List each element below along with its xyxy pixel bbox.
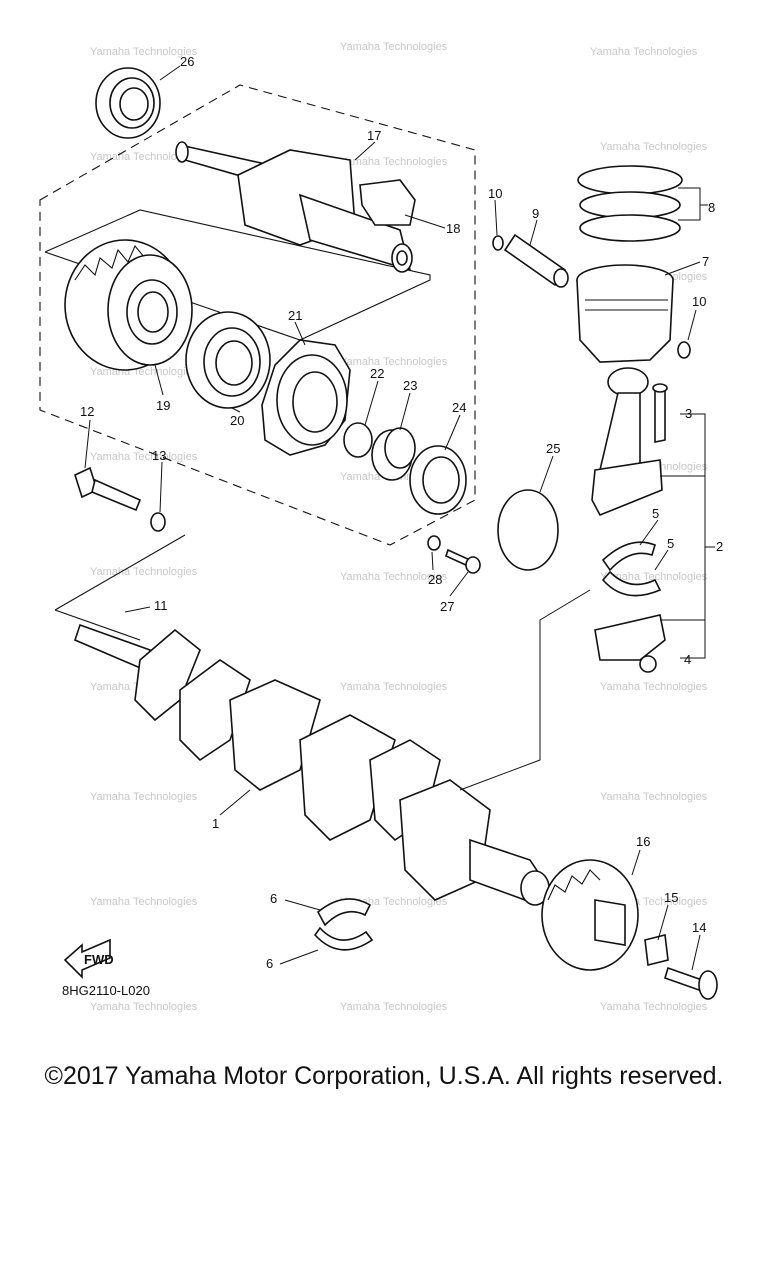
circlip-10-right	[677, 341, 691, 359]
svg-text:10: 10	[692, 294, 706, 309]
svg-text:3: 3	[685, 406, 692, 421]
svg-text:28: 28	[428, 572, 442, 587]
balancer-assembly-outline	[39, 84, 476, 546]
svg-text:Yamaha Technologies: Yamaha Technologies	[600, 1001, 708, 1013]
svg-text:Yamaha Technologies: Yamaha Technologies	[90, 451, 198, 463]
crankshaft-1	[74, 623, 552, 906]
svg-text:Yamaha Technologies: Yamaha Technologies	[340, 571, 448, 583]
svg-text:Yamaha Technologies: Yamaha Technologies	[90, 46, 198, 58]
svg-text:6: 6	[270, 891, 277, 906]
bearing-26	[95, 67, 161, 139]
svg-text:11: 11	[154, 598, 168, 613]
svg-text:21: 21	[288, 308, 302, 323]
svg-text:20: 20	[230, 413, 244, 428]
bolt-12	[74, 466, 142, 512]
forward-arrow-icon: FWD	[63, 938, 114, 979]
svg-text:Yamaha Technologies: Yamaha Technologies	[600, 681, 708, 693]
svg-text:Yamaha Technologies: Yamaha Technologies	[90, 1001, 198, 1013]
svg-text:Yamaha Technologies: Yamaha Technologies	[90, 791, 198, 803]
svg-text:Yamaha Technologies: Yamaha Technologies	[340, 681, 448, 693]
o-ring-25	[497, 489, 559, 571]
drawing-code: 8HG2110-L020	[62, 983, 150, 998]
washer-15	[644, 934, 669, 966]
parts-diagram: Yamaha Technologies Yamaha Technologies …	[39, 41, 723, 1013]
bearing-20	[185, 311, 271, 409]
connecting-rod-3	[591, 367, 668, 517]
svg-text:Yamaha Technologies: Yamaha Technologies	[590, 46, 698, 58]
bolt-14	[664, 966, 718, 1000]
balancer-shaft-17	[175, 141, 413, 273]
svg-text:19: 19	[156, 398, 170, 413]
svg-text:9: 9	[532, 206, 539, 221]
svg-text:26: 26	[180, 54, 194, 69]
piston-pin-9	[503, 233, 569, 288]
svg-text:2: 2	[716, 539, 723, 554]
svg-text:Yamaha Technologies: Yamaha Technologies	[600, 141, 708, 153]
conrod-bearings-5	[601, 541, 662, 597]
svg-text:Yamaha Technologies: Yamaha Technologies	[600, 791, 708, 803]
svg-text:6: 6	[266, 956, 273, 971]
svg-text:5: 5	[652, 506, 659, 521]
svg-text:25: 25	[546, 441, 560, 456]
piston-7	[576, 264, 674, 363]
svg-text:Yamaha Technologies: Yamaha Technologies	[340, 41, 448, 53]
bolt-27	[445, 548, 481, 574]
svg-text:14: 14	[692, 920, 706, 935]
svg-text:1: 1	[212, 816, 219, 831]
svg-text:7: 7	[702, 254, 709, 269]
svg-text:15: 15	[664, 890, 678, 905]
bearing-housing-21	[261, 339, 351, 456]
svg-text:18: 18	[446, 221, 460, 236]
main-bearings-6	[313, 898, 374, 951]
svg-text:27: 27	[440, 599, 454, 614]
circlip-10-left	[492, 235, 504, 251]
svg-text:Yamaha Technologies: Yamaha Technologies	[340, 356, 448, 368]
svg-text:5: 5	[667, 536, 674, 551]
part-number-labels: 26 17 18 10 9 8 7 10 3 2 5 5 4 12 13 19 …	[80, 54, 723, 971]
leader-lines	[84, 65, 715, 971]
svg-text:Yamaha Technologies: Yamaha Technologies	[340, 1001, 448, 1013]
svg-text:Yamaha Technologies: Yamaha Technologies	[340, 156, 448, 168]
svg-text:Yamaha Technologies: Yamaha Technologies	[90, 366, 198, 378]
nut-4	[639, 655, 657, 673]
svg-text:24: 24	[452, 400, 466, 415]
o-ring-22	[343, 422, 373, 458]
svg-text:Yamaha Technologies: Yamaha Technologies	[90, 151, 198, 163]
svg-text:10: 10	[488, 186, 502, 201]
balancer-gear-19	[64, 239, 193, 371]
svg-text:12: 12	[80, 404, 94, 419]
collar-23	[371, 427, 416, 481]
svg-text:Yamaha Technologies: Yamaha Technologies	[600, 571, 708, 583]
crankshaft-frame	[54, 534, 186, 641]
svg-text:22: 22	[370, 366, 384, 381]
svg-text:13: 13	[152, 448, 166, 463]
svg-text:23: 23	[403, 378, 417, 393]
svg-text:17: 17	[367, 128, 381, 143]
svg-text:8: 8	[708, 200, 715, 215]
gear-16	[541, 859, 639, 971]
washer-13	[150, 512, 166, 532]
svg-text:16: 16	[636, 834, 650, 849]
balancer-weight-18	[359, 179, 416, 226]
svg-text:4: 4	[684, 652, 691, 667]
piston-rings-8	[577, 165, 683, 242]
svg-text:FWD: FWD	[84, 952, 114, 967]
copyright-notice: ©2017 Yamaha Motor Corporation, U.S.A. A…	[44, 1062, 724, 1090]
svg-text:Yamaha Technologies: Yamaha Technologies	[90, 566, 198, 578]
oil-seal-24	[409, 445, 467, 515]
conrod-cap	[594, 614, 666, 661]
washer-28	[427, 535, 441, 551]
svg-text:Yamaha Technologies: Yamaha Technologies	[90, 896, 198, 908]
